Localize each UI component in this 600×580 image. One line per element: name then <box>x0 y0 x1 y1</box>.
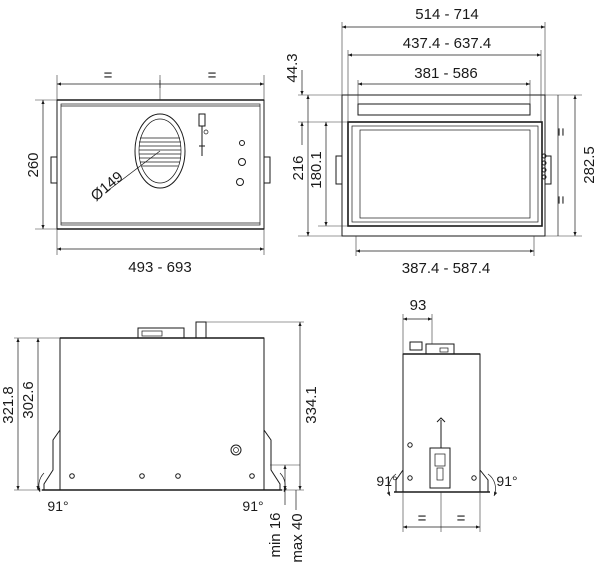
side-bracket-left <box>335 155 343 185</box>
front-view: 514 - 714 437.4 - 637.4 381 - 586 387.4 … <box>284 6 598 277</box>
side-view: 321.8 302.6 334.1 min 16 max 40 91° 91° <box>0 321 320 563</box>
dim-duct-diameter: Ø149 <box>88 168 127 205</box>
dim-right-height: 282.5 <box>581 146 598 184</box>
power-cable-icon <box>198 113 206 156</box>
side-view-outline <box>59 337 265 491</box>
dim-height-334-1: 334.1 <box>303 386 320 424</box>
switch-icon <box>429 447 451 489</box>
dim-top-offset: 44.3 <box>284 53 301 82</box>
screw-icon <box>239 140 245 146</box>
end-view: 93 = = 91° 91° <box>376 297 518 532</box>
dim-bottom-width: 387.4 - 587.4 <box>402 260 490 277</box>
equal-mark-right: = <box>208 67 217 84</box>
equal-mark-right: = <box>457 510 466 527</box>
screw-icon <box>238 158 246 166</box>
screw-icon <box>471 475 477 481</box>
connector-icon <box>195 321 207 339</box>
mount-tab-right <box>263 156 271 184</box>
screw-icon <box>407 442 413 448</box>
dim-min-16: min 16 <box>267 512 284 557</box>
dim-outer-height: 216 <box>290 155 307 180</box>
angle-right: 91° <box>496 473 517 489</box>
angle-left: 91° <box>47 498 68 514</box>
upper-slot <box>357 103 531 116</box>
equal-mark-lower: = <box>553 195 570 204</box>
dim-height-302-6: 302.6 <box>20 381 37 419</box>
equal-mark-left: = <box>418 510 427 527</box>
control-button <box>541 174 547 180</box>
dim-cutout-width: 437.4 - 637.4 <box>403 35 491 52</box>
side-bracket-right <box>544 155 552 185</box>
knob-icon <box>230 444 242 456</box>
mount-tab-left <box>50 156 58 184</box>
dim-height-260: 260 <box>25 152 42 177</box>
angle-right: 91° <box>242 498 263 514</box>
front-view-outline <box>341 94 546 237</box>
dim-height-321-8: 321.8 <box>0 386 17 424</box>
screw-icon <box>139 473 145 479</box>
top-view: = = 260 493 - 693 Ø149 <box>25 67 271 276</box>
control-button <box>541 160 547 166</box>
screw-icon <box>249 473 255 479</box>
dim-inner-width: 381 - 586 <box>414 65 477 82</box>
duct-grille <box>139 137 181 167</box>
dim-overall-width: 514 - 714 <box>415 6 478 23</box>
dim-inner-height: 180.1 <box>308 151 325 189</box>
equal-mark-left: = <box>104 67 113 84</box>
control-button <box>541 167 547 173</box>
duct-outlet <box>134 113 186 189</box>
screw-icon <box>236 178 244 186</box>
angle-left: 91° <box>376 473 397 489</box>
dim-width-493-693: 493 - 693 <box>128 259 191 276</box>
dim-top-width-93: 93 <box>410 297 427 314</box>
screw-icon <box>175 473 181 479</box>
equal-mark-upper: = <box>553 127 570 136</box>
screw-icon <box>407 475 413 481</box>
dim-max-40: max 40 <box>289 513 306 562</box>
screw-icon <box>69 473 75 479</box>
filter-panel <box>347 121 543 227</box>
control-button <box>541 153 547 159</box>
motor-housing-top <box>137 327 185 339</box>
